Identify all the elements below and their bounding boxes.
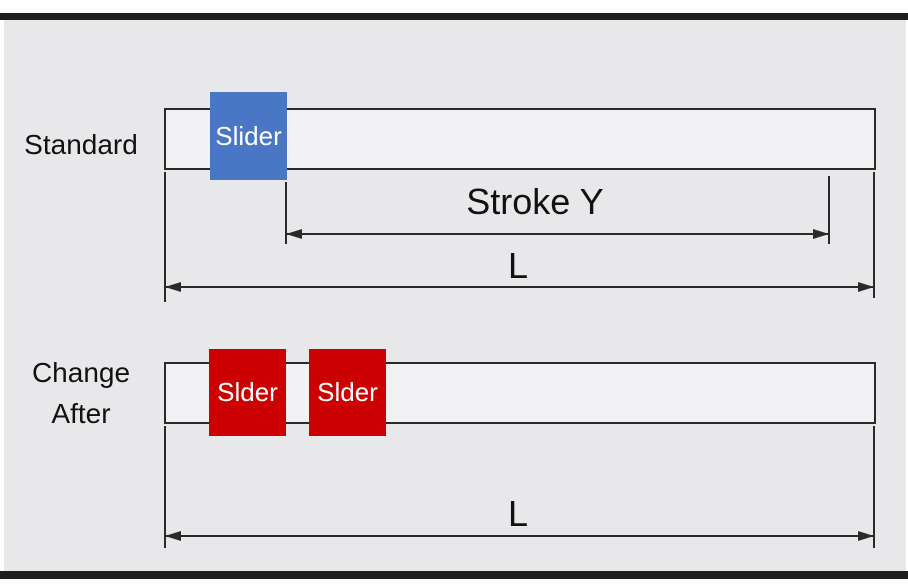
bottom-border [0,571,908,579]
change-after-length-label: L [507,493,529,534]
change-after-slider-1: Slder [209,349,286,436]
change-after-label-line2: After [51,398,111,429]
change-after-label: Change After [14,352,148,434]
change-after-label-line1: Change [31,357,131,388]
standard-length-label: L [507,245,529,286]
standard-slider: Slider [210,92,287,180]
change-after-slider-2: Slder [309,349,386,436]
stroke-y-label: Stroke Y [466,181,604,222]
standard-label: Standard [24,129,138,160]
top-border [0,13,908,20]
